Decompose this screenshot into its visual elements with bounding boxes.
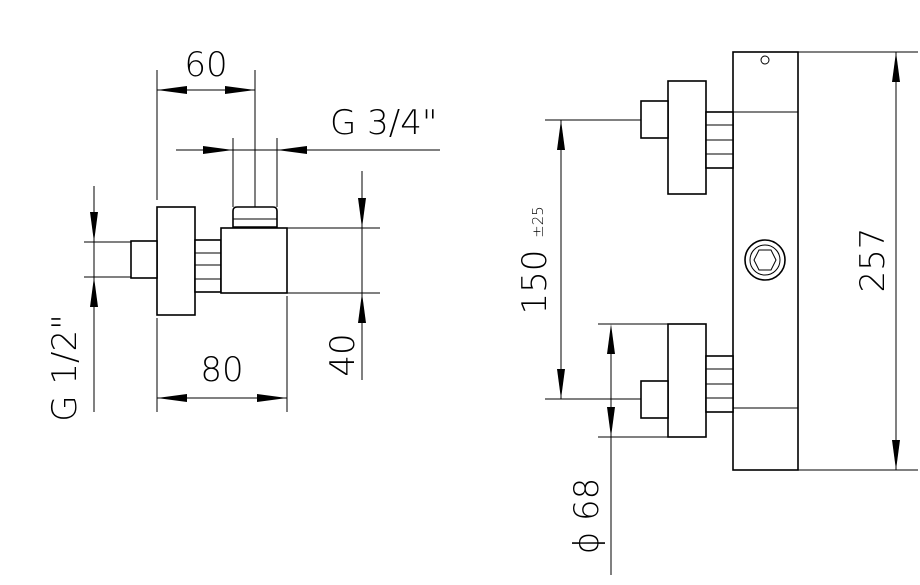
side-view [84, 70, 440, 412]
side-inlet-stub [130, 240, 158, 279]
front-mount-hole [760, 55, 770, 65]
front-upper-stub [640, 100, 669, 139]
dim-60: 60 [184, 45, 227, 85]
front-lower-escutcheon [667, 323, 707, 438]
front-view [545, 51, 918, 575]
front-main-bar [732, 51, 799, 471]
dim-257: 257 [853, 228, 893, 293]
dim-80: 80 [200, 350, 243, 390]
dim-40: 40 [323, 333, 363, 376]
dim-phi68: ϕ 68 [567, 478, 607, 555]
side-outlet-nipple [232, 206, 278, 228]
side-valve-body [220, 227, 288, 294]
dim-150-tolerance: ±25 [529, 206, 547, 238]
dim-g34: G 3/4" [330, 103, 438, 143]
front-upper-escutcheon [667, 80, 707, 195]
dim-150: 150 [515, 250, 555, 315]
front-control-knob [744, 239, 786, 281]
side-nut [194, 239, 222, 293]
dim-g12: G 1/2" [45, 314, 85, 422]
side-escutcheon [156, 206, 196, 316]
front-lower-stub [640, 380, 669, 419]
